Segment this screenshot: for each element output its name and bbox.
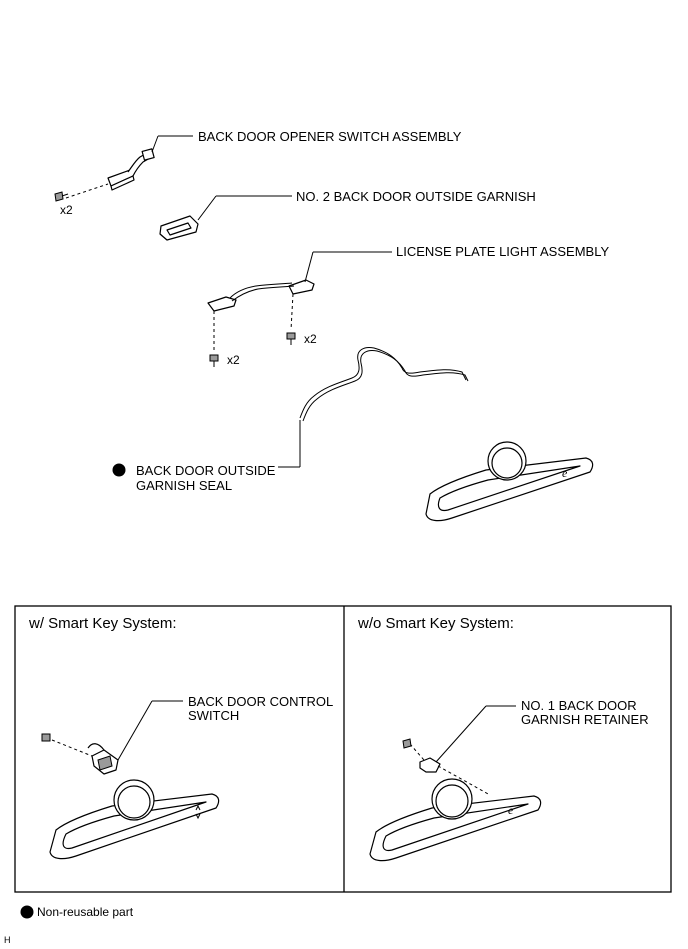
right-panel-title: w/o Smart Key System: — [357, 615, 514, 632]
qty-light-screw-right: x2 — [304, 332, 317, 346]
qty-opener-screw: x2 — [60, 203, 73, 217]
license-light-screw-left — [209, 354, 219, 367]
label-license-light: LICENSE PLATE LIGHT ASSEMBLY — [396, 244, 609, 259]
opener-switch-screw — [54, 183, 109, 202]
garnish-emblem-mark: e — [562, 466, 568, 480]
label-no2-garnish: NO. 2 BACK DOOR OUTSIDE GARNISH — [296, 189, 536, 204]
garnish-emblem-mark-right: e — [508, 803, 514, 817]
label-seal-line2: GARNISH SEAL — [136, 478, 232, 493]
license-light-screw-right — [286, 332, 296, 345]
footer-code: H — [4, 935, 11, 945]
qty-light-screw-left: x2 — [227, 353, 240, 367]
back-door-opener-switch-assembly — [107, 135, 193, 191]
left-panel-title: w/ Smart Key System: — [28, 615, 177, 632]
non-reusable-marker-seal — [112, 463, 126, 477]
back-door-outside-garnish-seal — [278, 347, 469, 468]
back-door-garnish-right-panel: e — [369, 778, 542, 862]
label-control-switch-line1: BACK DOOR CONTROL — [188, 694, 333, 709]
back-door-control-switch — [41, 700, 183, 775]
label-seal-line1: BACK DOOR OUTSIDE — [136, 463, 276, 478]
non-reusable-legend-icon — [20, 905, 34, 919]
label-retainer-line2: GARNISH RETAINER — [521, 712, 649, 727]
label-opener-switch: BACK DOOR OPENER SWITCH ASSEMBLY — [198, 129, 462, 144]
label-control-switch-line2: SWITCH — [188, 708, 239, 723]
back-door-garnish-left-panel — [49, 779, 220, 860]
license-plate-light-assembly — [207, 251, 392, 352]
label-retainer-line1: NO. 1 BACK DOOR — [521, 698, 637, 713]
legend-non-reusable: Non-reusable part — [37, 905, 134, 919]
back-door-garnish-top: e — [425, 441, 594, 522]
variant-box — [14, 605, 672, 893]
no2-back-door-outside-garnish — [159, 195, 292, 241]
no1-back-door-garnish-retainer — [402, 705, 516, 796]
